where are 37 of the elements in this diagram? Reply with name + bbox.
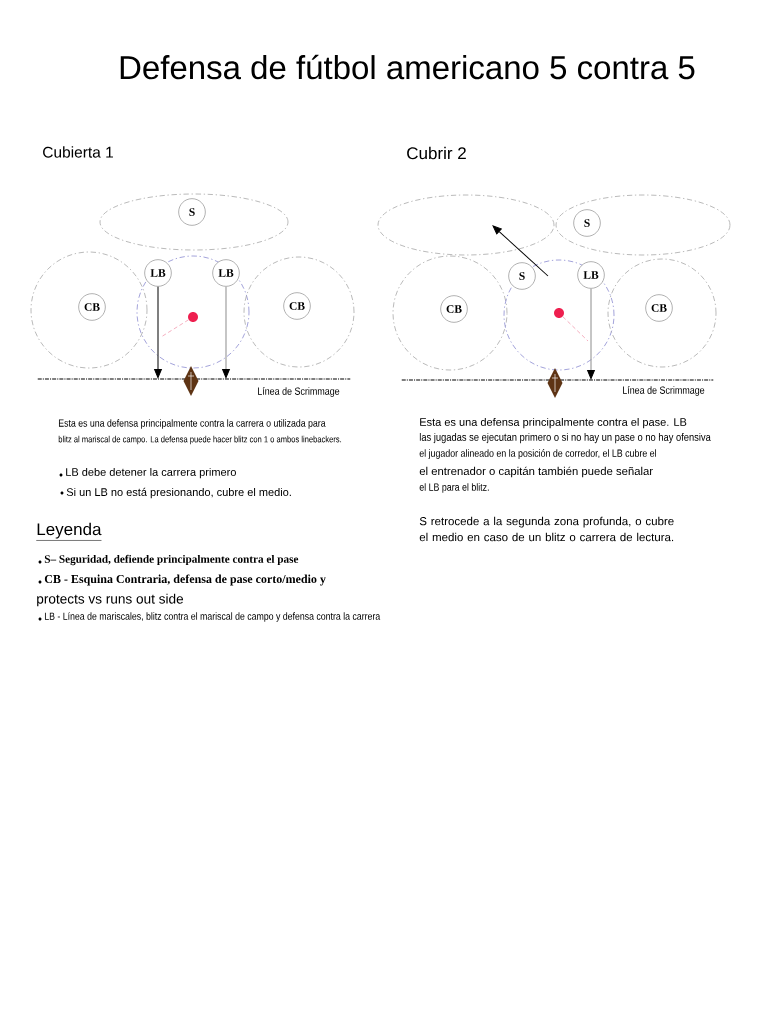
paragraph: Esta es una defensa principalmente contra la carrera o utilizada para (59, 419, 326, 429)
scrimmage-label: Línea de Scrimmage (623, 386, 705, 396)
scrimmage-label: Línea de Scrimmage (258, 387, 340, 397)
title: Defensa de fútbol americano 5 contra 5 (120, 54, 695, 80)
zone-circle (503, 259, 615, 371)
scrimmage-line (37, 378, 351, 380)
paragraph: blitz al mariscal de campo. La defensa puede hacer blitz con 1 o ambos linebackers. (58, 435, 342, 445)
zone-circle (392, 255, 508, 371)
legend-text: protects vs runs out side (37, 593, 184, 607)
legend-text: LB - Línea de mariscales, blitz contra el mariscal de campo y defensa contra la carrera (45, 612, 381, 622)
section-heading: Cubierta 1 (43, 146, 113, 158)
zone-ellipse (377, 194, 555, 256)
arrow (587, 288, 595, 380)
paragraph: S retrocede a la segunda zona profunda, o cubre el medio en caso de un blitz o carrera de lectura. (419, 516, 674, 542)
legend-text: S– Seguridad, defiende principalmente contra el pase (44, 554, 299, 566)
paragraph: el LB para el blitz. (419, 483, 489, 493)
section-heading: Cubrir 2 (407, 146, 466, 160)
paragraph: las jugadas se ejecutan primero o si no hay un pase o no hay ofensiva (419, 432, 711, 444)
dashed-line (562, 316, 589, 342)
zone-ellipse (99, 193, 289, 251)
legend-heading: Leyenda (36, 522, 102, 541)
arrow (222, 286, 230, 379)
bullet-text: Si un LB no está presionando, cubre el medio. (66, 487, 291, 499)
paragraph: el entrenador o capitán también puede señalar (419, 466, 653, 478)
paragraph: Esta es una defensa principalmente contra el pase. LB (420, 417, 687, 429)
legend-text: CB - Esquina Contraria, defensa de pase corto/medio y (44, 574, 326, 586)
dashed-line (160, 319, 189, 338)
paragraph: el jugador alineado en la posición de corredor, el LB cubre el (419, 449, 656, 459)
arrow (492, 225, 549, 277)
zone-ellipse (555, 194, 731, 256)
zone-circle (136, 255, 250, 369)
bullet-text: LB debe detener la carrera primero (66, 467, 236, 479)
zone-circle (607, 258, 717, 368)
arrow (154, 286, 162, 379)
zone-circle (243, 256, 355, 368)
zone-circle (30, 251, 148, 369)
scrimmage-line (401, 379, 714, 381)
